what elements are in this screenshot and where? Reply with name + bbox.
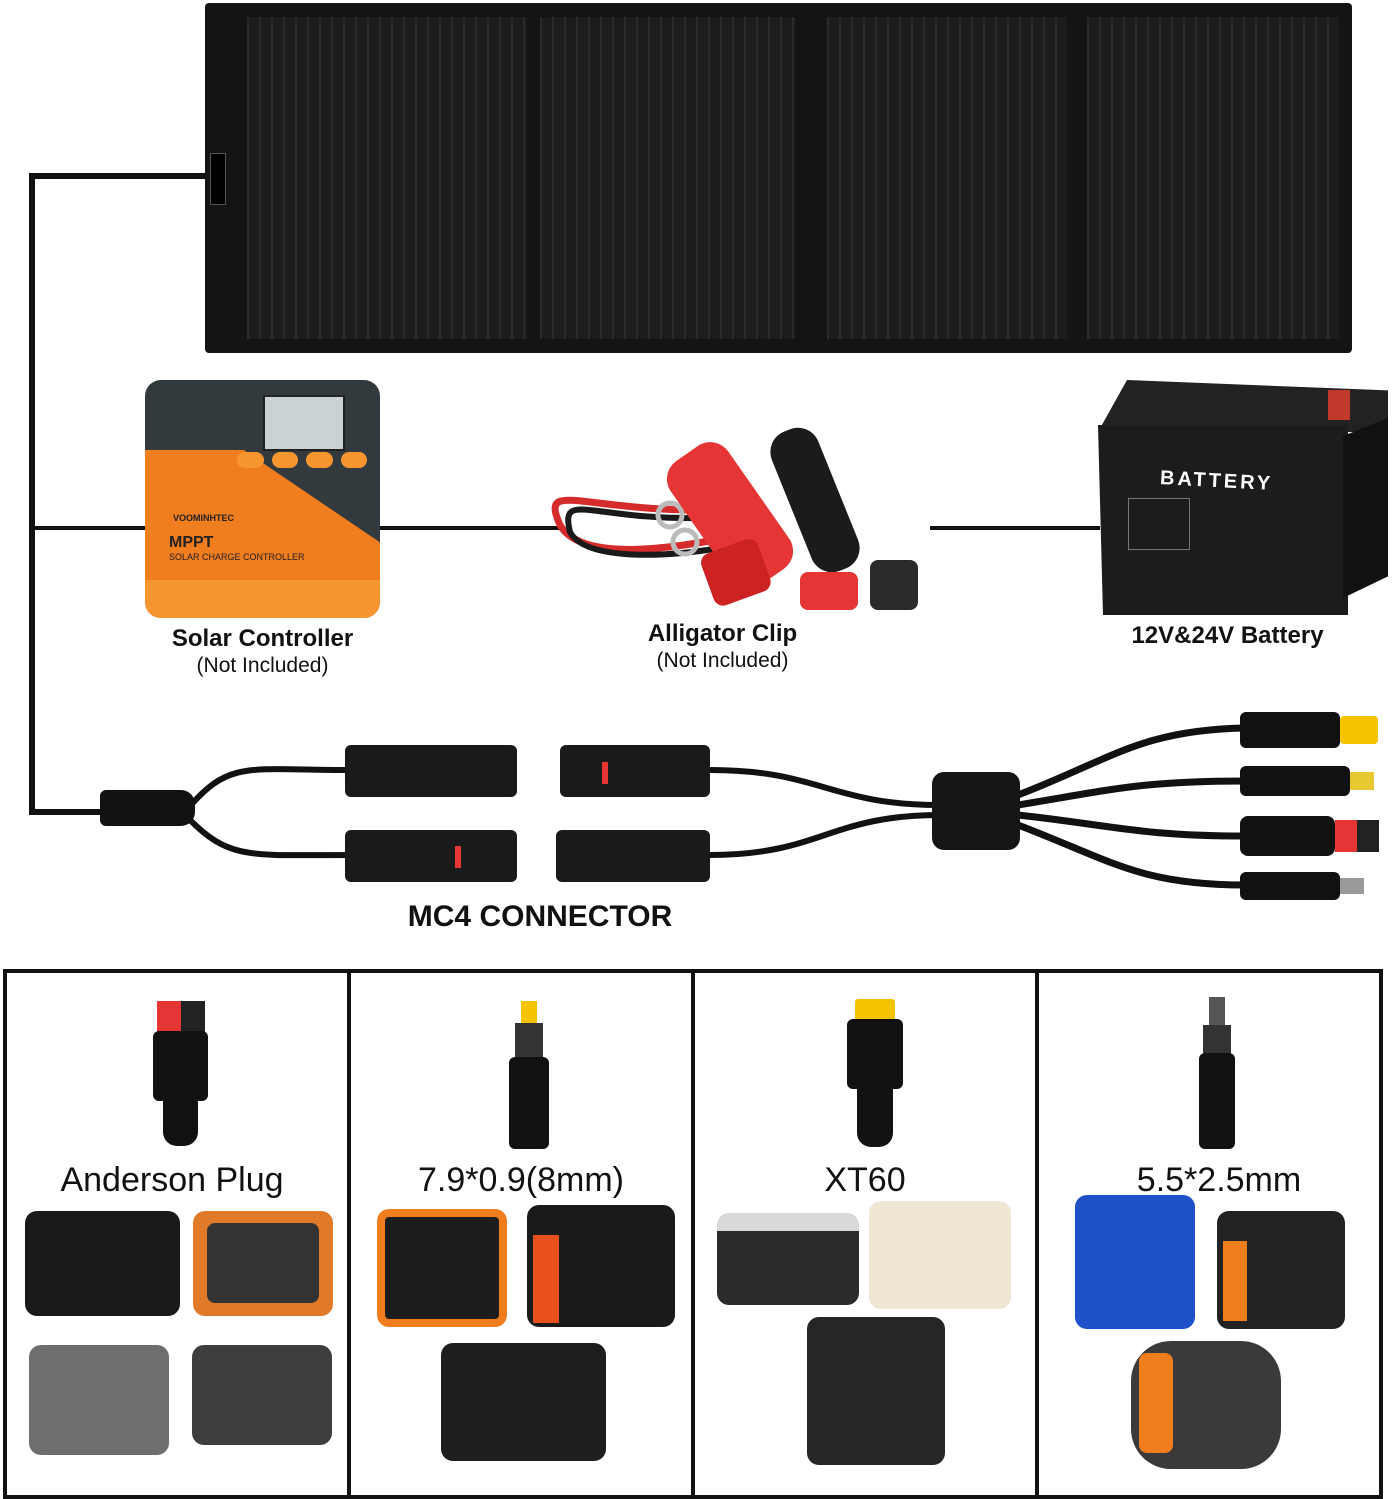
alligator-clip-image bbox=[551, 427, 918, 610]
solar-panel-section-4 bbox=[1087, 17, 1339, 339]
power-station-3 bbox=[29, 1345, 169, 1455]
connector-title-xt60: XT60 bbox=[824, 1161, 906, 1199]
output-splitter-hub bbox=[932, 772, 1020, 850]
solar-controller-title: Solar Controller bbox=[171, 625, 354, 652]
controller-lcd bbox=[263, 395, 345, 451]
solar-panel bbox=[205, 3, 1352, 353]
power-station-8 bbox=[717, 1213, 859, 1305]
junction-box bbox=[210, 153, 226, 205]
controller-buttons bbox=[237, 452, 367, 468]
battery-title: 12V&24V Battery bbox=[1131, 622, 1324, 649]
power-station-9 bbox=[869, 1201, 1011, 1309]
power-station-7 bbox=[441, 1343, 606, 1461]
compatibility-grid: Anderson Plug 7.9*0.9(8mm) XT60 bbox=[3, 969, 1383, 1499]
dc-7909-plug-icon bbox=[509, 1001, 549, 1151]
connector-title-anderson: Anderson Plug bbox=[60, 1161, 284, 1199]
mc4-splitter-hub bbox=[100, 790, 195, 826]
connector-title-5525: 5.5*2.5mm bbox=[1136, 1161, 1302, 1199]
output-5525-plug bbox=[1240, 872, 1365, 900]
mc4-connector-female-top bbox=[560, 745, 710, 797]
mc4-connector-male-top bbox=[345, 745, 517, 797]
controller-brand: VOOMINHTEC bbox=[173, 513, 235, 523]
output-7909-plug bbox=[1240, 766, 1375, 796]
dc-5525-plug-icon bbox=[1199, 997, 1235, 1151]
power-station-5 bbox=[377, 1209, 507, 1327]
connector-column-7909: 7.9*0.9(8mm) bbox=[351, 973, 695, 1495]
solar-panel-section-1 bbox=[247, 17, 527, 339]
connector-title-7909: 7.9*0.9(8mm) bbox=[418, 1161, 624, 1199]
solar-controller-image: VOOMINHTEC MPPT SOLAR CHARGE CONTROLLER bbox=[145, 380, 380, 618]
solar-panel-section-3 bbox=[827, 17, 1067, 339]
mc4-connector-female-bottom bbox=[556, 830, 710, 882]
alligator-clip-note: (Not Included) bbox=[656, 649, 789, 672]
output-anderson-plug bbox=[1240, 816, 1380, 856]
alligator-clip-title: Alligator Clip bbox=[647, 620, 798, 647]
mc4-red-band-2 bbox=[602, 762, 608, 784]
solar-controller-note: (Not Included) bbox=[196, 654, 329, 677]
controller-mode: MPPT bbox=[169, 534, 214, 551]
solar-diagram: VOOMINHTEC MPPT SOLAR CHARGE CONTROLLER … bbox=[29, 3, 1388, 933]
controller-base bbox=[145, 580, 380, 618]
controller-subtitle: SOLAR CHARGE CONTROLLER bbox=[169, 552, 305, 562]
connector-column-xt60: XT60 bbox=[695, 973, 1039, 1495]
mc4-connector-title: MC4 CONNECTOR bbox=[407, 900, 673, 933]
solar-panel-section-2 bbox=[540, 17, 795, 339]
connector-column-anderson: Anderson Plug bbox=[7, 973, 351, 1495]
output-xt60-plug bbox=[1240, 712, 1380, 748]
wiring-lines bbox=[29, 173, 1246, 889]
battery-image: BATTERY bbox=[1098, 380, 1388, 618]
xt60-plug-icon bbox=[847, 999, 903, 1151]
mc4-red-band bbox=[455, 846, 461, 868]
anderson-plug-icon bbox=[153, 1001, 208, 1151]
power-station-1 bbox=[25, 1211, 180, 1316]
power-station-11 bbox=[1075, 1195, 1195, 1329]
power-station-10 bbox=[807, 1317, 945, 1465]
mc4-connector-male-bottom bbox=[345, 830, 517, 882]
connector-column-5525: 5.5*2.5mm bbox=[1039, 973, 1379, 1495]
power-station-4 bbox=[192, 1345, 332, 1445]
